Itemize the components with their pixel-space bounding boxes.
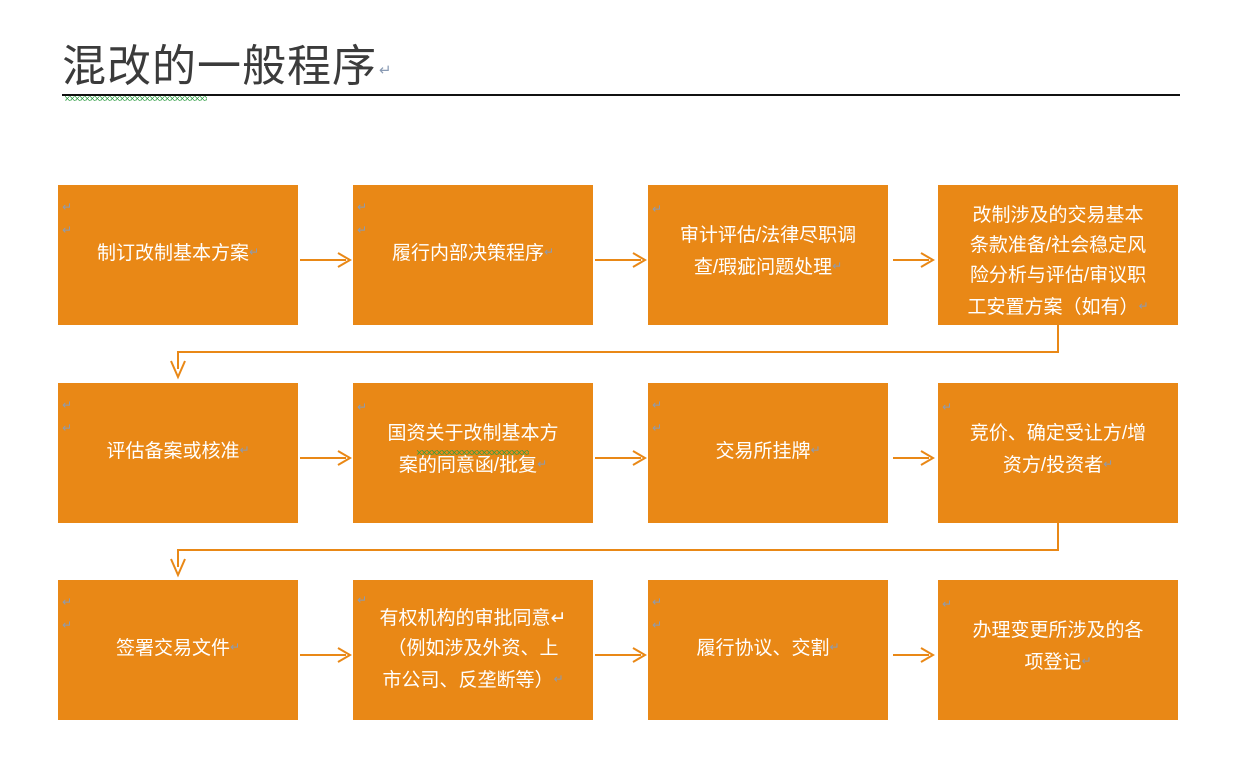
flow-box-step-8[interactable]: ↵ 竞价、确定受让方/增 资方/投资者↵: [938, 383, 1178, 523]
paragraph-mark-icon: ↵: [379, 62, 393, 79]
paragraph-mark-icon: ↵: [357, 223, 368, 237]
arrow-right-icon: [893, 645, 935, 665]
flow-box-label: 交易所挂牌↵: [715, 441, 821, 462]
flow-box-label: 有权机构的审批同意↵ （例如涉及外资、上 市公司、反垄断等）↵: [379, 608, 567, 691]
arrow-right-icon: [300, 645, 352, 665]
paragraph-mark-icon: ↵: [62, 223, 73, 237]
flow-box-label: 竞价、确定受让方/增 资方/投资者↵: [969, 423, 1147, 476]
paragraph-mark-icon: ↵: [942, 597, 953, 611]
paragraph-mark-icon: ↵: [357, 400, 368, 414]
arrow-wrap-down-left-icon: [170, 523, 1070, 583]
page-title-text: 混改的一般程序: [62, 42, 377, 91]
paragraph-mark-icon: ↵: [62, 421, 73, 435]
flow-box-step-7[interactable]: ↵ ↵ 交易所挂牌↵: [648, 383, 888, 523]
paragraph-mark-icon: ↵: [357, 593, 368, 607]
flow-box-step-11[interactable]: ↵ ↵ 履行协议、交割↵: [648, 580, 888, 720]
paragraph-mark-icon: ↵: [942, 400, 953, 414]
flow-box-step-9[interactable]: ↵ ↵ 签署交易文件↵: [58, 580, 298, 720]
flow-box-step-2[interactable]: ↵ ↵ 履行内部决策程序↵: [353, 185, 593, 325]
paragraph-mark-icon: ↵: [652, 421, 663, 435]
paragraph-mark-icon: ↵: [62, 595, 73, 609]
arrow-wrap-down-left-icon: [170, 325, 1070, 385]
paragraph-mark-icon: ↵: [652, 618, 663, 632]
flow-box-step-6[interactable]: ↵ 国资关于改制基本方 案的同意函/批复↵: [353, 383, 593, 523]
flow-box-step-10[interactable]: ↵ 有权机构的审批同意↵ （例如涉及外资、上 市公司、反垄断等）↵: [353, 580, 593, 720]
flow-box-label: 审计评估/法律尽职调 查/瑕疵问题处理↵: [679, 225, 857, 278]
arrow-right-icon: [893, 250, 935, 270]
arrow-right-icon: [595, 250, 647, 270]
paragraph-mark-icon: ↵: [62, 398, 73, 412]
flow-box-step-3[interactable]: ↵ 审计评估/法律尽职调 查/瑕疵问题处理↵: [648, 185, 888, 325]
paragraph-mark-icon: ↵: [652, 202, 663, 216]
paragraph-mark-icon: ↵: [62, 618, 73, 632]
flow-box-step-4[interactable]: 改制涉及的交易基本 条款准备/社会稳定风 险分析与评估/审议职 工安置方案（如有…: [938, 185, 1178, 325]
flow-box-label: 办理变更所涉及的各 项登记↵: [972, 620, 1144, 673]
flow-box-step-5[interactable]: ↵ ↵ 评估备案或核准↵: [58, 383, 298, 523]
page-title: 混改的一般程序↵: [62, 40, 393, 98]
flow-box-label: 签署交易文件↵: [115, 638, 241, 659]
paragraph-mark-icon: ↵: [652, 398, 663, 412]
title-divider: [62, 94, 1180, 96]
spellcheck-underline-icon: [417, 450, 529, 455]
arrow-right-icon: [300, 448, 352, 468]
flow-box-label: 改制涉及的交易基本 条款准备/社会稳定风 险分析与评估/审议职 工安置方案（如有…: [967, 205, 1149, 318]
paragraph-mark-icon: ↵: [62, 200, 73, 214]
paragraph-mark-icon: ↵: [652, 595, 663, 609]
flow-box-label: 国资关于改制基本方 案的同意函/批复↵: [387, 423, 559, 476]
arrow-right-icon: [595, 448, 647, 468]
spellcheck-underline-icon: [65, 96, 207, 101]
flow-box-step-1[interactable]: ↵ ↵ 制订改制基本方案↵: [58, 185, 298, 325]
flow-box-label: 履行内部决策程序↵: [391, 243, 555, 264]
flow-box-label: 评估备案或核准↵: [106, 441, 250, 462]
flow-box-label: 制订改制基本方案↵: [96, 243, 260, 264]
paragraph-mark-icon: ↵: [357, 200, 368, 214]
flow-box-label: 履行协议、交割↵: [696, 638, 840, 659]
arrow-right-icon: [893, 448, 935, 468]
flow-box-step-12[interactable]: ↵ 办理变更所涉及的各 项登记↵: [938, 580, 1178, 720]
title-block: 混改的一般程序↵: [0, 0, 1238, 110]
arrow-right-icon: [300, 250, 352, 270]
arrow-right-icon: [595, 645, 647, 665]
